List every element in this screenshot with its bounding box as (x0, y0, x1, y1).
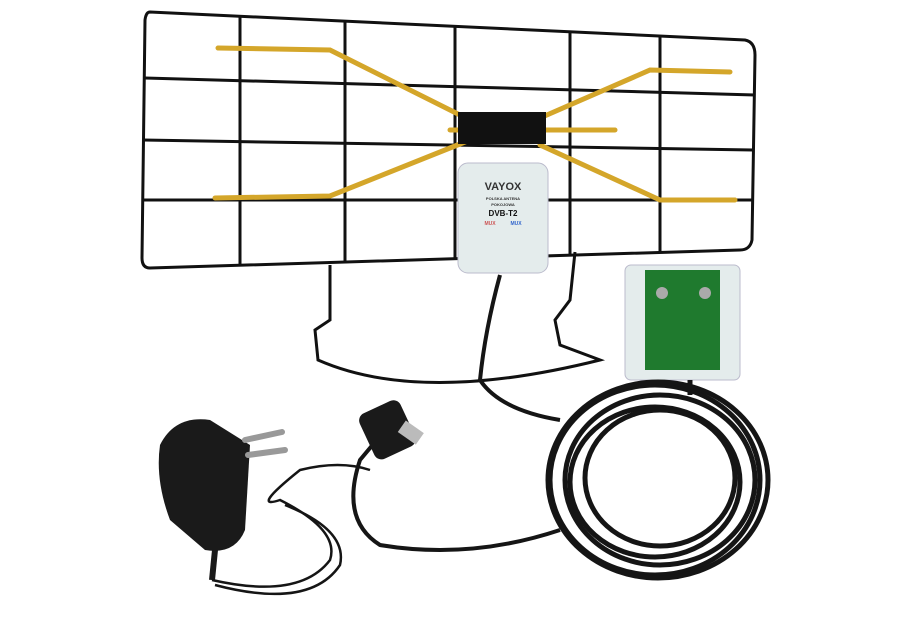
coiled-cable (545, 379, 771, 581)
antenna-cable (477, 274, 561, 422)
adapter-cable (211, 463, 371, 588)
antenna-grid (140, 10, 757, 384)
tv-cable (351, 428, 561, 552)
adapter-cable-2 (214, 503, 343, 596)
label-line-2: POKOJOWA (491, 202, 515, 207)
power-splitter (624, 264, 741, 381)
dipole-holder (458, 112, 546, 144)
label-standard: DVB-T2 (489, 209, 518, 218)
brand-logo: VAYOX (485, 181, 522, 193)
dipole-elements (212, 45, 738, 203)
amplifier-housing: VAYOX POLSKA ANTENA POKOJOWA DVB-T2 MUX … (457, 162, 549, 274)
label-line-1: POLSKA ANTENA (486, 196, 520, 201)
label-mux: MUX (484, 221, 496, 227)
label-mux: MUX (510, 221, 522, 227)
power-adapter (158, 419, 288, 581)
tv-plug (359, 400, 424, 460)
